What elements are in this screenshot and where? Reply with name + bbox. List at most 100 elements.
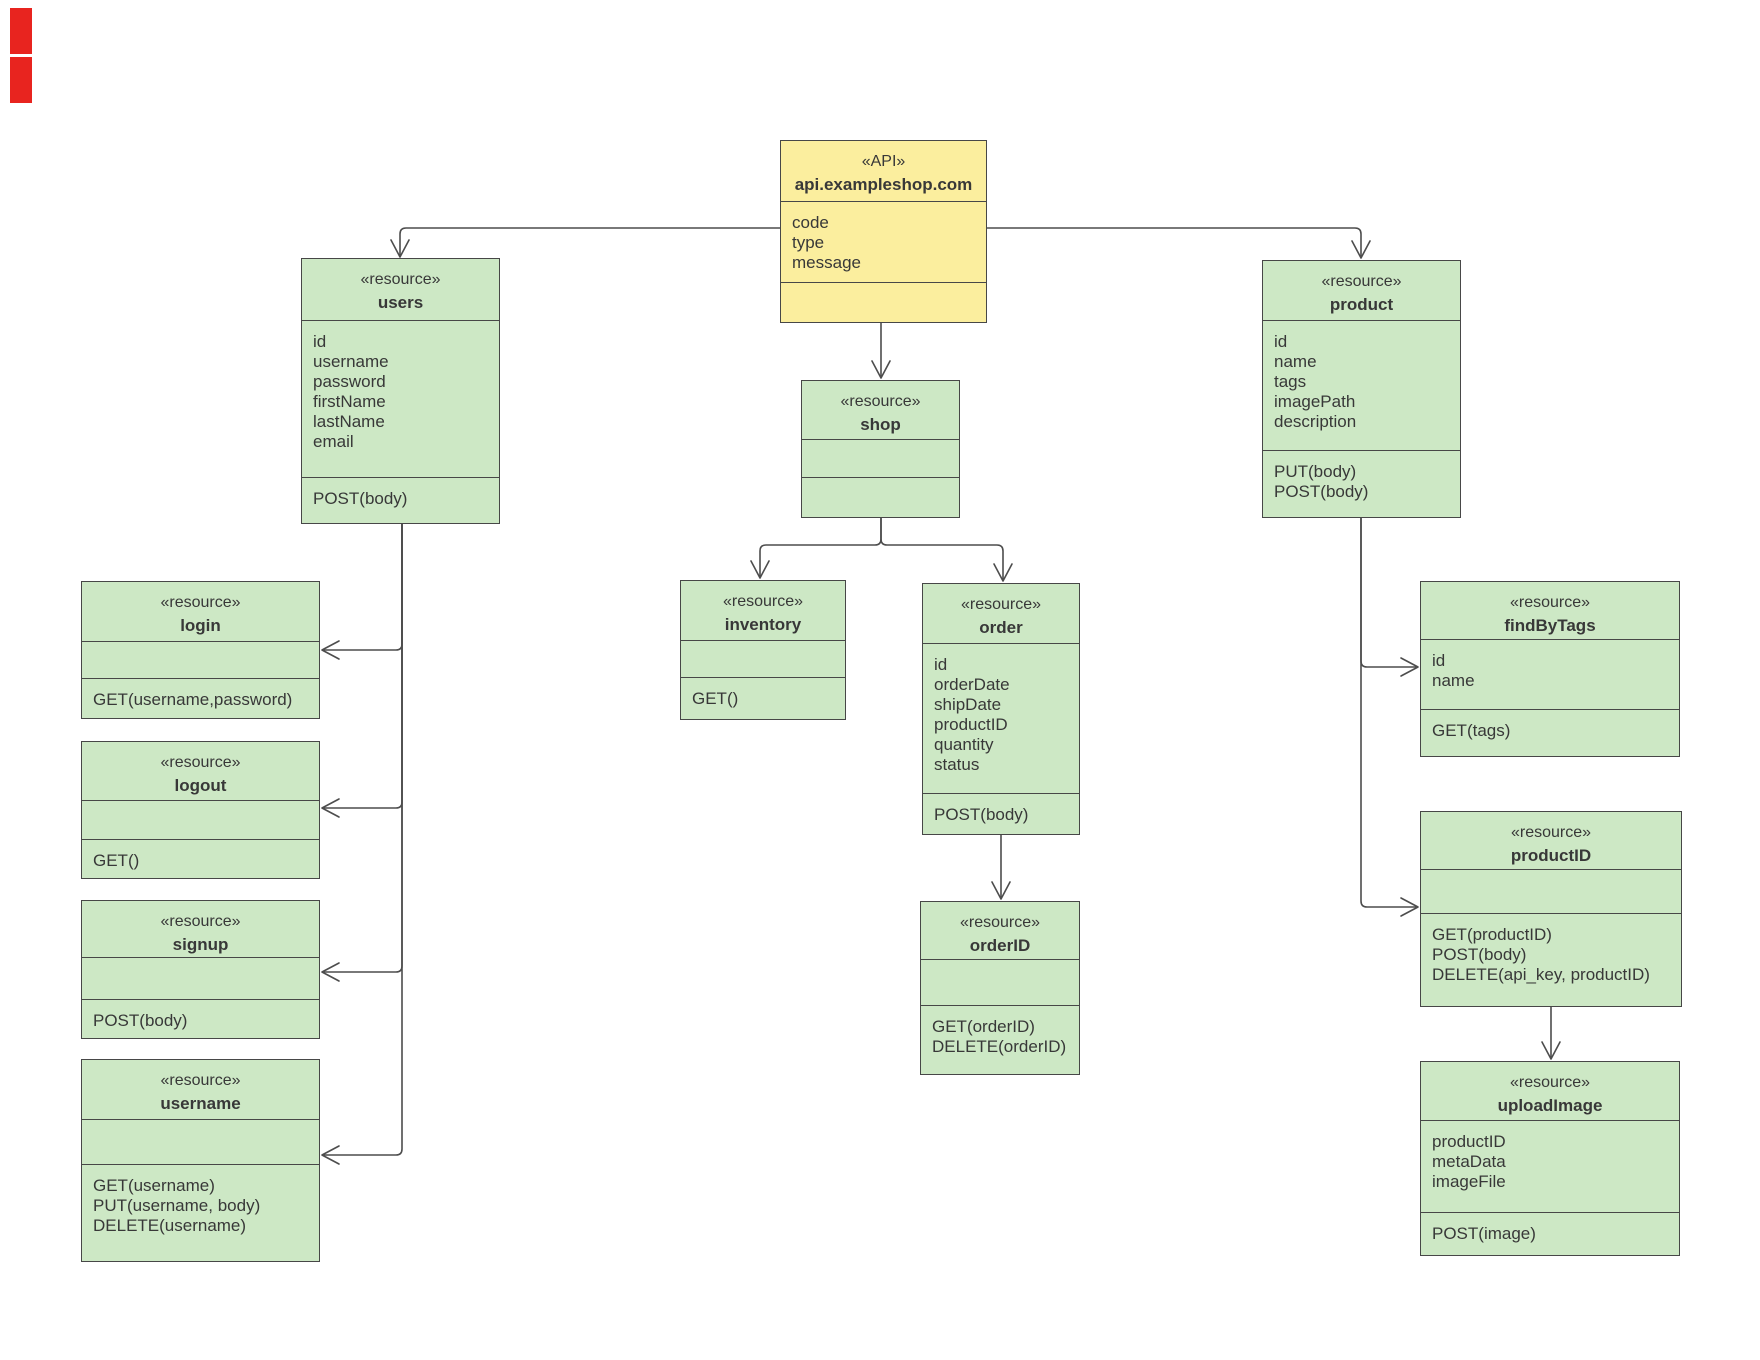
method-line: POST(body) bbox=[93, 1011, 188, 1030]
class-methods-section: GET() bbox=[681, 678, 845, 719]
uml-class-productID[interactable]: «resource» productID GET(productID)POST(… bbox=[1420, 811, 1682, 1007]
class-title: «resource» findByTags bbox=[1421, 582, 1679, 640]
class-stereotype: «resource» bbox=[840, 393, 921, 410]
method-line: POST(body) bbox=[1432, 945, 1527, 964]
field-line: password bbox=[313, 372, 386, 391]
method-line: POST(body) bbox=[1274, 482, 1369, 501]
uml-class-login[interactable]: «resource» login GET(username,password) bbox=[81, 581, 320, 719]
class-methods-section: GET(username)PUT(username, body)DELETE(u… bbox=[82, 1165, 319, 1261]
arrowhead-shop-order bbox=[993, 563, 1013, 582]
red-edge-marker-1 bbox=[10, 8, 32, 54]
class-methods-section: POST(body) bbox=[923, 794, 1079, 834]
field-line: orderDate bbox=[934, 675, 1010, 694]
method-line: GET(orderID) bbox=[932, 1017, 1035, 1036]
uml-class-orderID[interactable]: «resource» orderID GET(orderID)DELETE(or… bbox=[920, 901, 1080, 1075]
connector-shop-order bbox=[880, 515, 1004, 581]
class-empty-section bbox=[781, 283, 986, 322]
class-stereotype: «resource» bbox=[160, 594, 241, 611]
class-title: «resource» productID bbox=[1421, 812, 1681, 870]
arrowhead-users-logout bbox=[321, 798, 340, 818]
field-line: productID bbox=[1432, 1132, 1506, 1151]
field-line: id bbox=[1274, 332, 1288, 351]
class-methods-section: PUT(body)POST(body) bbox=[1263, 451, 1460, 517]
class-name: productID bbox=[1510, 846, 1592, 865]
class-stereotype: «resource» bbox=[722, 593, 804, 610]
class-empty-section bbox=[82, 801, 319, 840]
field-line: message bbox=[792, 253, 861, 272]
class-stereotype: «resource» bbox=[160, 913, 241, 930]
connector-users-username bbox=[322, 521, 403, 1156]
class-name: login bbox=[180, 616, 221, 635]
class-title: «resource» users bbox=[302, 259, 499, 321]
class-title: «resource» signup bbox=[82, 901, 319, 958]
method-line: POST(body) bbox=[934, 805, 1029, 824]
uml-class-logout[interactable]: «resource» logout GET() bbox=[81, 741, 320, 879]
field-line: username bbox=[313, 352, 389, 371]
uml-class-inventory[interactable]: «resource» inventory GET() bbox=[680, 580, 846, 720]
class-title: «resource» inventory bbox=[681, 581, 845, 641]
method-line: POST(image) bbox=[1432, 1224, 1536, 1243]
method-line: GET() bbox=[692, 689, 739, 708]
class-name: findByTags bbox=[1504, 616, 1596, 635]
connector-users-signup bbox=[322, 521, 403, 973]
class-stereotype: «resource» bbox=[160, 754, 241, 771]
class-name: shop bbox=[860, 415, 901, 434]
field-line: type bbox=[792, 233, 825, 252]
class-empty-section bbox=[82, 642, 319, 679]
field-line: name bbox=[1274, 352, 1317, 371]
method-line: PUT(body) bbox=[1274, 462, 1357, 481]
uml-class-shop[interactable]: «resource» shop bbox=[801, 380, 960, 518]
class-empty-section bbox=[82, 958, 319, 1000]
class-methods-section: POST(body) bbox=[302, 478, 499, 523]
field-line: quantity bbox=[934, 735, 994, 754]
field-line: id bbox=[1432, 651, 1446, 670]
field-line: lastName bbox=[313, 412, 385, 431]
arrowhead-users-username bbox=[321, 1145, 340, 1165]
class-name: username bbox=[160, 1094, 241, 1113]
class-empty-section bbox=[82, 1120, 319, 1165]
class-title: «resource» shop bbox=[802, 381, 959, 440]
arrowhead-productID-uploadImage bbox=[1541, 1041, 1561, 1060]
arrowhead-users-login bbox=[321, 640, 340, 660]
connector-api-users bbox=[399, 227, 781, 257]
connector-product-findByTags bbox=[1360, 515, 1418, 668]
class-stereotype: «resource» bbox=[1509, 594, 1591, 611]
class-stereotype: «resource» bbox=[1510, 824, 1592, 841]
class-methods-section: GET(productID)POST(body)DELETE(api_key, … bbox=[1421, 914, 1681, 1006]
field-line: description bbox=[1274, 412, 1357, 431]
uml-class-username[interactable]: «resource» username GET(username)PUT(use… bbox=[81, 1059, 320, 1262]
method-line: GET(tags) bbox=[1432, 721, 1511, 740]
class-methods-section: GET(username,password) bbox=[82, 679, 319, 718]
class-methods-section: POST(image) bbox=[1421, 1213, 1679, 1255]
class-name: inventory bbox=[724, 615, 802, 634]
arrowhead-users-signup bbox=[321, 962, 340, 982]
class-empty-section bbox=[802, 440, 959, 478]
arrowhead-product-findByTags bbox=[1400, 657, 1419, 677]
arrowhead-product-productID bbox=[1400, 897, 1419, 917]
connector-api-product bbox=[986, 227, 1362, 258]
method-line: DELETE(username) bbox=[93, 1216, 247, 1235]
field-line: imagePath bbox=[1274, 392, 1356, 411]
class-title: «resource» order bbox=[923, 584, 1079, 644]
connector-users-login bbox=[322, 521, 403, 651]
field-line: status bbox=[934, 755, 980, 774]
method-line: POST(body) bbox=[313, 489, 408, 508]
class-title: «resource» orderID bbox=[921, 902, 1079, 960]
class-stereotype: «resource» bbox=[160, 1072, 241, 1089]
class-title: «resource» username bbox=[82, 1060, 319, 1120]
class-stereotype: «resource» bbox=[360, 271, 441, 288]
class-stereotype: «API» bbox=[861, 153, 906, 170]
uml-class-signup[interactable]: «resource» signup POST(body) bbox=[81, 900, 320, 1039]
class-title: «resource» logout bbox=[82, 742, 319, 801]
class-name: signup bbox=[172, 935, 229, 954]
